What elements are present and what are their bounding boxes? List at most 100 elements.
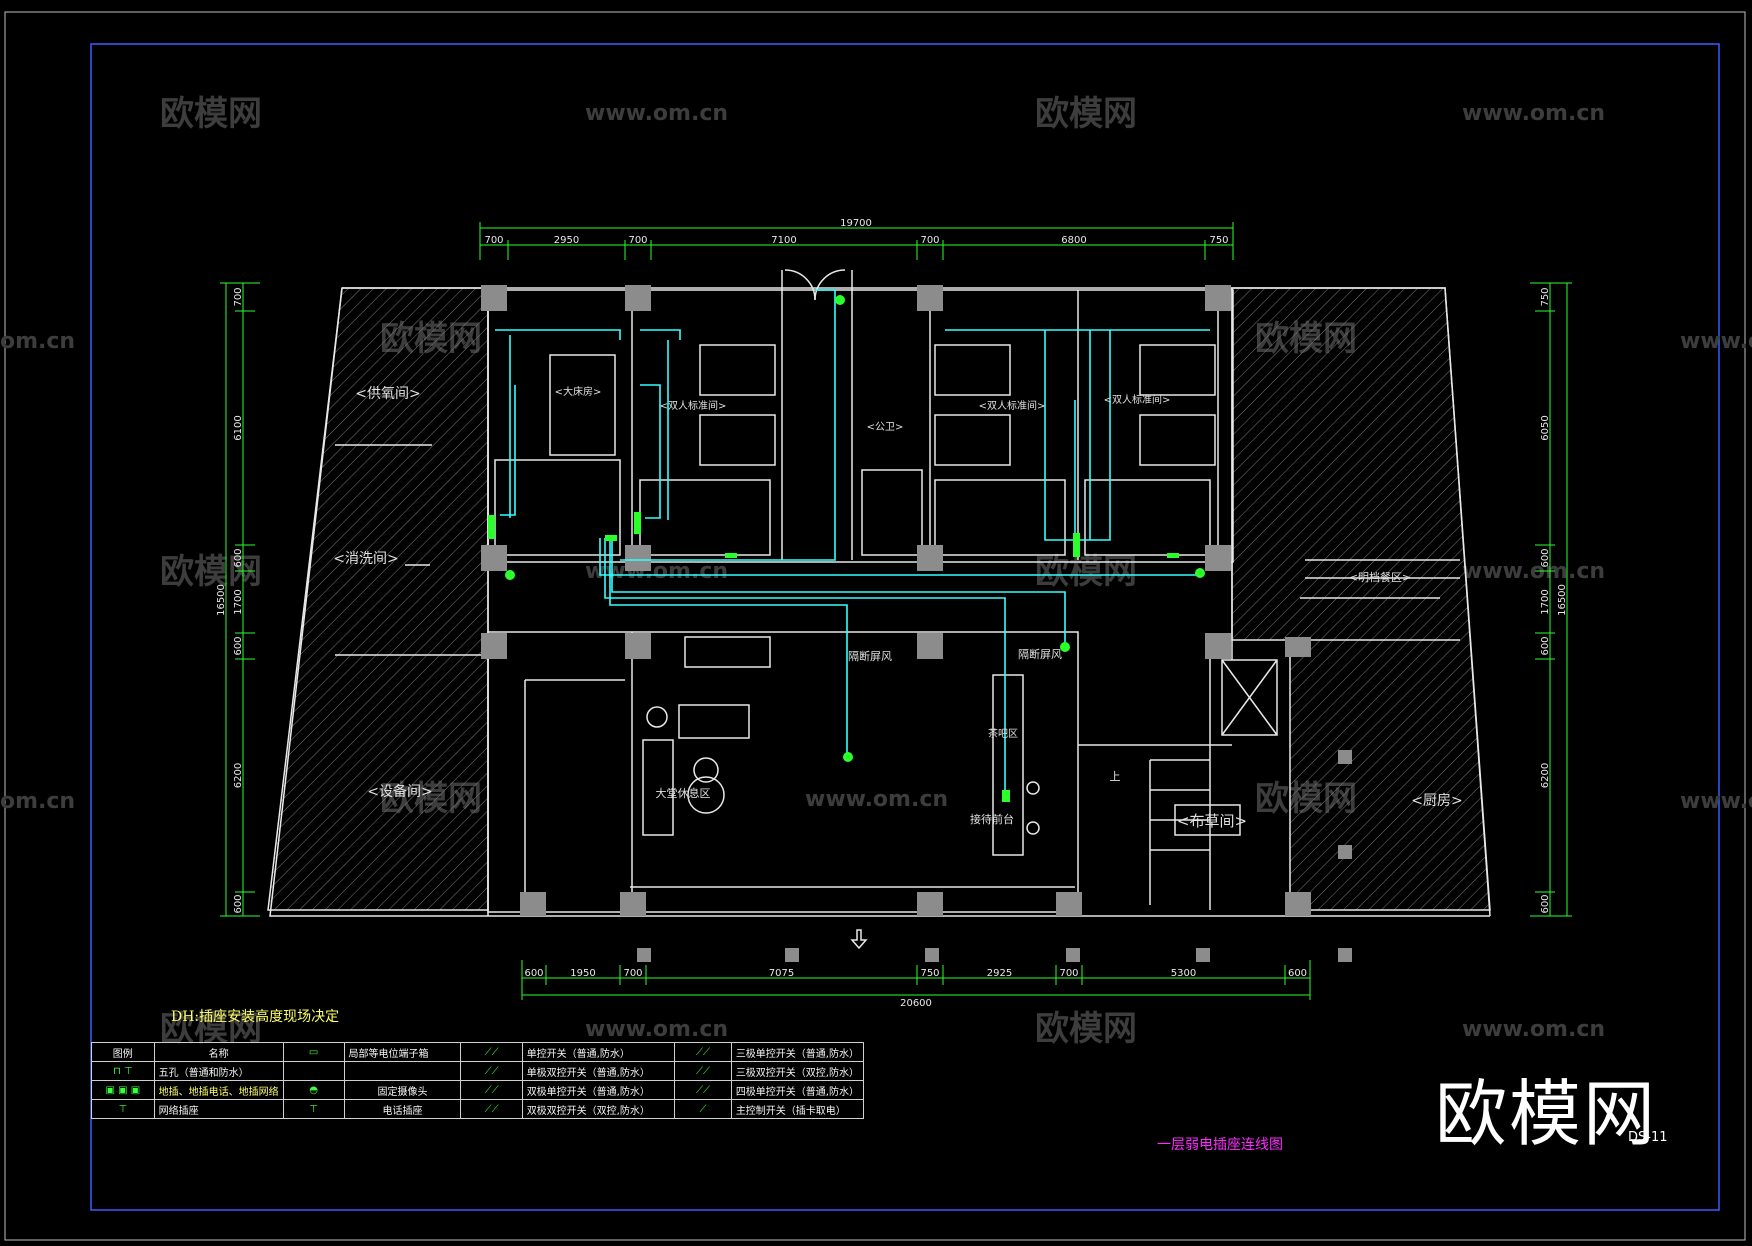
dim-right-total: 16500 xyxy=(1557,584,1568,616)
legend-table: 图例 名称 ▭ 局部等电位端子箱 ⟋⟋ 单控开关（普通,防水） ⟋⟋ 三极单控开… xyxy=(91,1042,865,1119)
watermark-brand: 欧模网 xyxy=(160,552,262,592)
left-hatch-zone xyxy=(267,287,489,911)
sheet-number: DS-11 xyxy=(1628,1130,1668,1145)
legend-symbol: ⟋⟋ xyxy=(674,1061,732,1081)
watermark-brand: 欧模网 xyxy=(160,94,262,134)
legend-symbol: ⟋⟋ xyxy=(460,1099,523,1119)
label-reception: 接待前台 xyxy=(970,812,1014,826)
watermark-site: www.om.cn xyxy=(585,101,728,126)
dim-top-segment: 700 xyxy=(920,235,939,246)
watermark-site: www.om.cn xyxy=(1680,789,1752,814)
legend-header-name: 名称 xyxy=(153,1042,284,1062)
dim-left-segment: 6100 xyxy=(233,415,244,440)
dim-top-segment: 700 xyxy=(484,235,503,246)
watermark-site: www.om.cn xyxy=(1462,559,1605,584)
dimension-labels: 19700 700 2950 700 7100 700 6800 750 20600 600 195… xyxy=(216,218,1568,1009)
legend-symbol xyxy=(282,1061,345,1081)
room-disinfection: <消洗间> xyxy=(333,551,398,567)
legend-row: ▣ ▣ ▣ 地插、地插电话、地插网络 ◓ 固定摄像头 ⟋⟋ 双极单控开关（普通,… xyxy=(91,1080,865,1100)
legend-symbol: ▣ ▣ ▣ xyxy=(91,1080,155,1100)
outer-frame xyxy=(4,11,1746,1241)
dim-top-total: 19700 xyxy=(840,218,872,229)
legend-symbol: ⊤ xyxy=(91,1099,155,1119)
install-height-note: DH:插座安装高度现场决定 xyxy=(171,1009,340,1025)
legend-row: ⊤ 网络插座 ⊤ 电话插座 ⟋⟋ 双极双控开关（双控,防水） ⟋ 主控制开关（插… xyxy=(91,1099,865,1119)
legend-symbol: ⟋ xyxy=(674,1099,732,1119)
legend-symbol: ◓ xyxy=(282,1080,345,1100)
room-linen: <布草间> xyxy=(1177,812,1247,830)
legend-symbol: ⟋⟋ xyxy=(674,1080,732,1100)
dim-bottom-total: 20600 xyxy=(900,998,932,1009)
label-stair-up: 上 xyxy=(1110,770,1121,783)
dim-bottom-segment: 1950 xyxy=(570,968,595,979)
dimension-lines xyxy=(220,222,1572,1000)
legend-label xyxy=(343,1061,462,1081)
watermark-site: www.om.cn xyxy=(1462,101,1605,126)
dim-right-segment: 1700 xyxy=(1540,589,1551,614)
legend-label: 双极双控开关（双控,防水） xyxy=(521,1099,676,1119)
legend-row: 图例 名称 ▭ 局部等电位端子箱 ⟋⟋ 单控开关（普通,防水） ⟋⟋ 三极单控开… xyxy=(91,1042,865,1062)
dim-left-segment: 600 xyxy=(233,548,244,567)
legend-label: 三极双控开关（双控,防水） xyxy=(730,1061,865,1081)
legend-symbol: ⟋⟋ xyxy=(674,1042,732,1062)
label-partition-2: 隔断屏风 xyxy=(1018,647,1062,661)
legend-label: 单控开关（普通,防水） xyxy=(521,1042,676,1062)
watermark-site: www.om.cn xyxy=(585,1017,728,1042)
legend-label: 地插、地插电话、地插网络 xyxy=(153,1080,284,1100)
building-outline xyxy=(269,269,1491,950)
legend-label: 固定摄像头 xyxy=(343,1080,462,1100)
dim-left-segment: 600 xyxy=(233,894,244,913)
legend-symbol: ⟋⟋ xyxy=(460,1061,523,1081)
legend-header-symbol: 图例 xyxy=(91,1042,155,1062)
dim-right-segment: 600 xyxy=(1540,548,1551,567)
legend-label: 电话插座 xyxy=(343,1099,462,1119)
dim-right-segment: 600 xyxy=(1540,636,1551,655)
watermark-site: www.om.cn xyxy=(1462,1017,1605,1042)
room-twin-1: <双人标准间> xyxy=(660,399,727,412)
dim-top-segment: 2950 xyxy=(554,235,579,246)
legend-row: ⊓ ⊤ 五孔（普通和防水） ⟋⟋ 单极双控开关（普通,防水） ⟋⟋ 三极双控开关… xyxy=(91,1061,865,1081)
legend-label: 局部等电位端子箱 xyxy=(343,1042,462,1062)
watermark-brand: 欧模网 xyxy=(1035,1009,1137,1049)
room-lounge: 大堂休息区 xyxy=(656,786,711,800)
wiring-layer xyxy=(495,289,1210,795)
room-king: <大床房> xyxy=(555,385,602,398)
dim-top-segment: 7100 xyxy=(771,235,796,246)
watermark-site: www.om.cn xyxy=(1680,329,1752,354)
room-kitchen: <厨房> xyxy=(1411,793,1462,809)
room-labels: <供氧间> <消洗间> <设备间> <大床房> <双人标准间> <公卫> <双人… xyxy=(333,385,1462,830)
room-equipment: <设备间> xyxy=(367,783,432,800)
dim-left-segment: 700 xyxy=(233,287,244,306)
room-twin-3: <双人标准间> xyxy=(1104,393,1171,406)
dim-right-segment: 600 xyxy=(1540,894,1551,913)
dim-bottom-segment: 700 xyxy=(623,968,642,979)
dim-bottom-segment: 5300 xyxy=(1171,968,1196,979)
label-partition-1: 隔断屏风 xyxy=(848,649,892,663)
room-public-wc: <公卫> xyxy=(867,422,904,433)
dim-left-segment: 600 xyxy=(233,636,244,655)
watermark-brand: 欧模网 xyxy=(1035,552,1137,592)
legend-symbol: ⟋⟋ xyxy=(460,1042,523,1062)
legend-symbol: ⟋⟋ xyxy=(460,1080,523,1100)
dim-top-segment: 700 xyxy=(628,235,647,246)
dim-bottom-segment: 2925 xyxy=(987,968,1012,979)
watermark-brand: 欧模网 xyxy=(1035,94,1137,134)
dim-bottom-segment: 7075 xyxy=(769,968,794,979)
dim-top-segment: 750 xyxy=(1209,235,1228,246)
dim-right-segment: 6050 xyxy=(1540,415,1551,440)
dim-right-segment: 750 xyxy=(1540,287,1551,306)
legend-symbol: ⊓ ⊤ xyxy=(91,1061,155,1081)
dim-bottom-segment: 600 xyxy=(1288,968,1307,979)
legend-label: 网络插座 xyxy=(153,1099,284,1119)
watermark-site: www.om.cn xyxy=(805,787,948,812)
dim-top-segment: 6800 xyxy=(1061,235,1086,246)
inner-frame xyxy=(90,43,1720,1211)
brand-logo: 欧模网 xyxy=(1435,1072,1658,1156)
dim-bottom-segment: 600 xyxy=(524,968,543,979)
legend-label: 三极单控开关（普通,防水） xyxy=(730,1042,865,1062)
legend-label: 五孔（普通和防水） xyxy=(153,1061,284,1081)
legend-label: 双极单控开关（普通,防水） xyxy=(521,1080,676,1100)
legend-label: 单极双控开关（普通,防水） xyxy=(521,1061,676,1081)
label-tea-area: 茶吧区 xyxy=(988,727,1018,740)
